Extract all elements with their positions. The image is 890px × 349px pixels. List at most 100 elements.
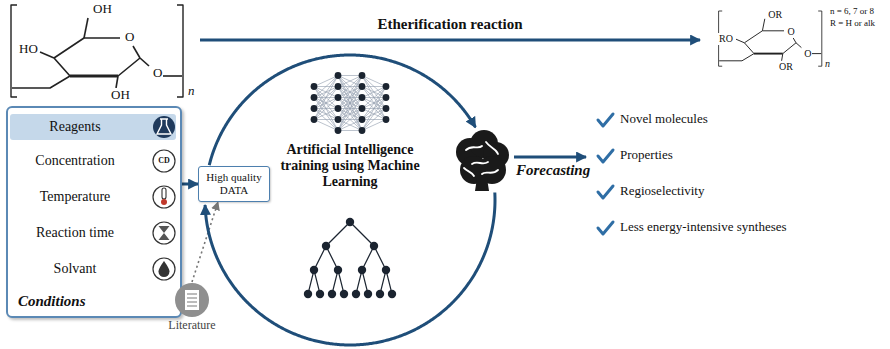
network-link <box>314 76 338 109</box>
check-mark <box>598 150 613 162</box>
node-text: Reagents <box>10 114 140 140</box>
network-link <box>362 87 386 98</box>
repeat-index: n <box>825 58 830 70</box>
network-link <box>362 87 386 109</box>
network-link <box>362 87 386 98</box>
icon-label: CD <box>158 156 170 165</box>
network-neuron <box>311 105 318 112</box>
network-link <box>362 109 386 131</box>
network-link <box>338 109 362 131</box>
network-link <box>362 87 386 120</box>
network-neuron <box>335 72 342 79</box>
network-link <box>338 87 362 131</box>
network-link <box>314 109 338 120</box>
check-marks <box>598 114 613 234</box>
network-link <box>362 86 386 87</box>
reaction-name: Etherification reaction <box>377 16 522 33</box>
outcome-item: Novel molecules <box>620 112 708 127</box>
solvent-icon <box>153 258 175 280</box>
tree-node <box>382 266 390 274</box>
network-neuron <box>383 116 390 123</box>
network-link <box>338 76 362 131</box>
tree-node <box>334 266 342 274</box>
time-icon <box>153 222 175 244</box>
network-neuron <box>311 83 318 90</box>
network-link <box>314 98 338 120</box>
network-neuron <box>359 116 366 123</box>
network-link <box>338 76 362 87</box>
network-link <box>362 87 386 120</box>
network-link <box>314 109 338 131</box>
reaction-arrow <box>200 39 700 42</box>
data-box: High quality DATA <box>198 166 270 202</box>
network-link <box>338 130 362 131</box>
tree-branch <box>350 222 374 246</box>
network-link <box>338 76 362 120</box>
network-neuron <box>335 127 342 134</box>
network-link <box>338 87 362 131</box>
network-neuron <box>311 94 318 101</box>
concentration-icon <box>153 150 175 172</box>
network-neuron <box>359 127 366 134</box>
network-link <box>314 109 338 120</box>
network-link <box>362 76 386 87</box>
conditions-panel: Conditions ReagentsConcentrationTemperatu… <box>6 106 182 318</box>
check-mark <box>598 114 613 126</box>
network-neuron <box>335 105 342 112</box>
outcome-item: Properties <box>620 148 673 163</box>
network-link <box>314 120 338 131</box>
network-neuron <box>335 94 342 101</box>
tree-node <box>322 242 330 250</box>
check-mark <box>598 222 613 234</box>
tree-node <box>316 290 324 298</box>
forecast-arrow <box>514 156 586 159</box>
node-text: Reaction time <box>10 220 140 246</box>
network-neuron <box>359 105 366 112</box>
tree-node <box>352 290 360 298</box>
network-link <box>362 76 386 109</box>
tree-node <box>340 290 348 298</box>
network-link <box>338 76 362 98</box>
temperature-icon <box>153 186 175 208</box>
network-link <box>314 87 338 120</box>
node-text: Concentration <box>10 148 140 174</box>
network-link <box>362 87 386 131</box>
condition-row: Solvant <box>10 256 176 282</box>
atom-label: O <box>786 26 795 38</box>
substituent-label: OH <box>110 88 131 103</box>
flow-arrow <box>205 192 495 345</box>
network-neuron <box>311 116 318 123</box>
network-link <box>314 76 338 87</box>
node-text: Temperature <box>10 184 140 210</box>
outcome-item: Less energy-intensive syntheses <box>620 220 787 235</box>
tree-branch <box>326 222 350 246</box>
condition-band: Reagents <box>10 114 176 140</box>
network-link <box>362 120 386 131</box>
network-link <box>314 76 338 120</box>
tree-node <box>358 266 366 274</box>
network-link <box>338 76 362 131</box>
network-link <box>338 76 362 98</box>
brain-icon <box>452 128 510 192</box>
substituent-label: OR <box>778 61 794 73</box>
tree-node <box>328 290 336 298</box>
network-link <box>338 109 362 131</box>
network-link <box>362 76 386 98</box>
condition-row: Temperature <box>10 184 176 210</box>
tree-node <box>304 290 312 298</box>
condition-row: Concentration <box>10 148 176 174</box>
reagents-icon <box>153 116 175 138</box>
tree-node <box>346 218 354 226</box>
substituent-label: OH <box>92 2 113 17</box>
network-neuron <box>335 83 342 90</box>
literature-icon <box>174 282 210 318</box>
substituent-label: OR <box>767 9 783 21</box>
network-link <box>338 98 362 131</box>
network-link <box>338 76 362 87</box>
network-link <box>314 98 338 131</box>
tree-node <box>310 266 318 274</box>
network-link <box>314 87 338 120</box>
connectors <box>182 55 495 345</box>
node-text: Conditions <box>18 293 86 310</box>
network-neuron <box>383 105 390 112</box>
